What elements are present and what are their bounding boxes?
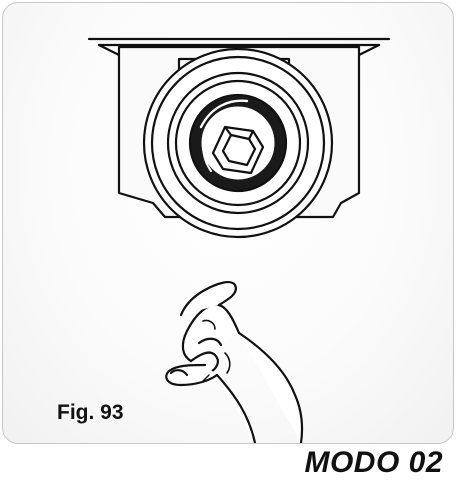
mechanism-illustration xyxy=(87,37,391,443)
mode-label: MODO 02 xyxy=(304,446,443,479)
square-drive-nut xyxy=(211,125,265,175)
figure-label: Fig. 93 xyxy=(57,401,124,424)
figure-frame: Fig. 93 xyxy=(2,2,454,444)
hand-icon xyxy=(165,281,304,443)
ring-assembly xyxy=(142,47,334,239)
top-plate xyxy=(87,37,391,57)
